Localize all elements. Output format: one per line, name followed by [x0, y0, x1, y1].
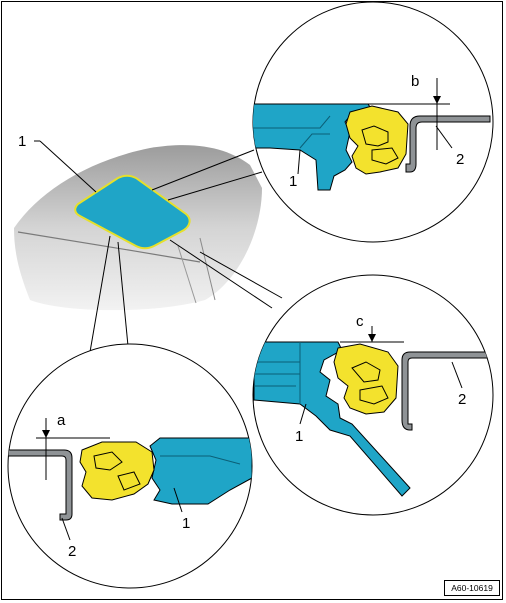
- leader-right-2: [451, 361, 463, 389]
- leader-top-2: [435, 125, 453, 149]
- detail-right: [252, 274, 494, 516]
- label-left-dim: a: [57, 412, 66, 429]
- insert-cavity: [351, 361, 381, 383]
- label-left-seal: 1: [182, 515, 190, 532]
- insert-profile: [345, 105, 409, 175]
- leader-left-2: [61, 517, 71, 541]
- seal-inner-line: [253, 115, 331, 129]
- leader-left-1: [173, 487, 183, 513]
- insert-cavity: [361, 125, 389, 147]
- insert-cavity-2: [371, 147, 399, 165]
- detail-left: [7, 343, 253, 589]
- body-panel: [405, 115, 491, 173]
- door-line: [199, 237, 216, 301]
- insert-cavity-2: [359, 385, 389, 405]
- car-roof-overview: [14, 145, 262, 311]
- detail-leaders: [34, 140, 283, 353]
- label-right-panel: 2: [458, 391, 466, 408]
- figure-reference: A60-10619: [444, 580, 500, 596]
- seal-profile: [149, 437, 252, 505]
- seal-profile: [253, 341, 411, 497]
- label-top-dim: b: [411, 73, 419, 90]
- dim-b-arrow: [433, 96, 441, 104]
- label-left-panel: 2: [68, 543, 76, 560]
- roof-rail-line: [17, 231, 201, 263]
- sunroof-panel: [74, 174, 191, 250]
- seal-inner-line: [254, 361, 300, 387]
- label-right-dim: c: [356, 313, 364, 330]
- body-panel: [401, 351, 493, 431]
- leader-top-1: [297, 149, 301, 175]
- labels: 1 1 2 b 1 2 c 1 2 a: [18, 73, 466, 560]
- insert-cavity: [93, 451, 123, 471]
- body-panel: [8, 449, 73, 521]
- insert-profile: [333, 343, 399, 415]
- dim-c-arrow: [368, 334, 376, 342]
- door-line-2: [177, 245, 197, 304]
- label-top-seal: 1: [289, 173, 297, 190]
- detail-top: [252, 1, 494, 243]
- seal-inner-line: [160, 455, 241, 465]
- label-overview-part: 1: [18, 133, 26, 150]
- insert-cavity-2: [117, 471, 141, 491]
- label-right-seal: 1: [295, 428, 303, 445]
- seal-inner-line-2: [299, 133, 330, 149]
- label-top-panel: 2: [456, 151, 464, 168]
- dim-a-arrow: [42, 430, 50, 438]
- leader-right-1: [299, 403, 307, 425]
